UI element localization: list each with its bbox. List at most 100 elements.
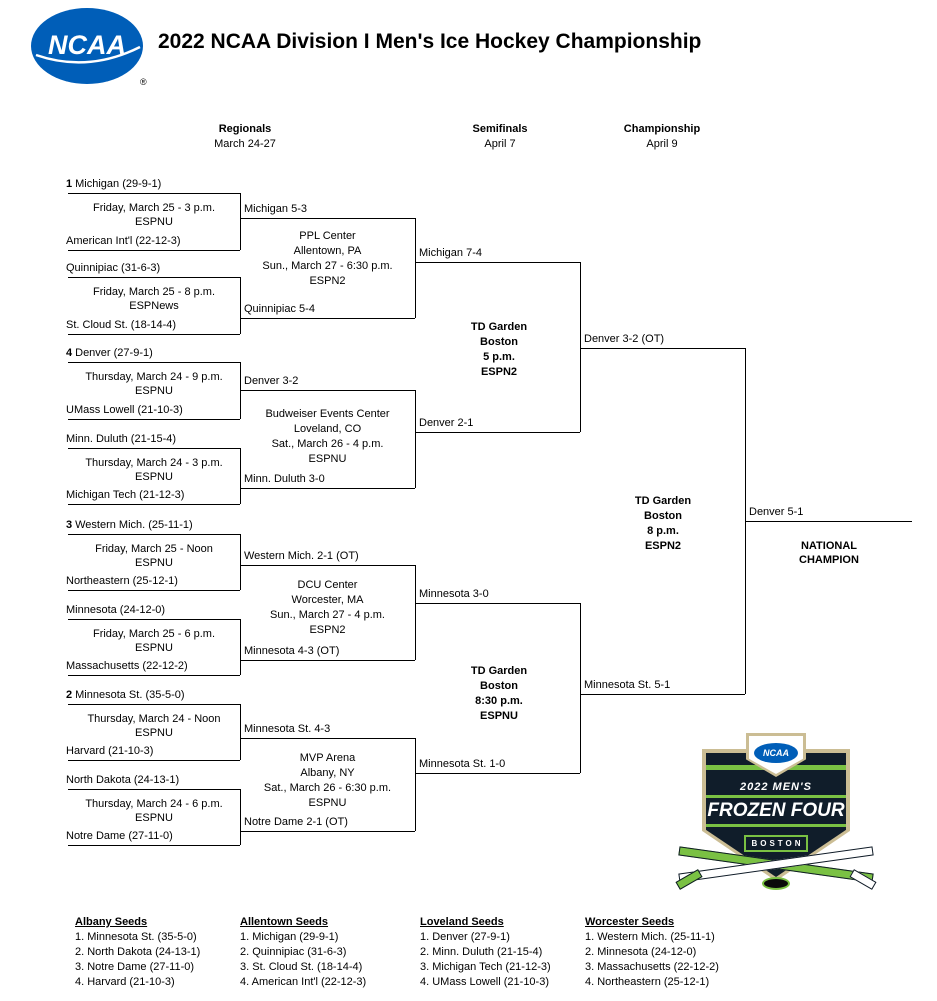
seed-list-item: 1. Michigan (29-9-1) (240, 931, 339, 943)
logo-year-text: 2022 MEN'S (740, 781, 812, 793)
bracket-line (415, 738, 416, 831)
venue-network: ESPNU (308, 453, 347, 465)
bracket-line (68, 419, 240, 420)
seed-list-item: 4. American Int'l (22-12-3) (240, 976, 367, 988)
round1-winner: Quinnipiac 5-4 (244, 303, 315, 315)
page-title: 2022 NCAA Division I Men's Ice Hockey Ch… (158, 30, 702, 53)
game-date: Friday, March 25 - 8 p.m. (92, 286, 216, 298)
venue-time: 5 p.m. (483, 351, 515, 363)
bracket-line (240, 619, 241, 675)
bracket-line (415, 432, 580, 433)
bracket-line (415, 603, 580, 604)
semifinal-venue-2: TD Garden Boston 8:30 p.m. ESPNU (415, 664, 583, 724)
regional-winner: Michigan 7-4 (419, 247, 482, 259)
venue-city: Boston (480, 336, 518, 348)
ncaa-logo: NCAA ® (31, 8, 147, 87)
national-champion-line2: CHAMPION (799, 554, 859, 566)
game-date: Thursday, March 24 - 9 p.m. (85, 371, 223, 383)
bracket-line (580, 603, 581, 773)
game-network: ESPNU (135, 557, 173, 569)
regional-venue-worcester: DCU Center Worcester, MA Sun., March 27 … (240, 578, 415, 638)
bracket-line (240, 448, 241, 504)
column-header-semifinals: Semifinals April 7 (420, 122, 580, 152)
team-michigan-tech: Michigan Tech (21-12-3) (66, 489, 185, 501)
team-northeastern: Northeastern (25-12-1) (66, 575, 178, 587)
column-header-regionals: Regionals March 24-27 (165, 122, 325, 152)
seed-number: 4 (66, 347, 73, 359)
venue-name: MVP Arena (299, 752, 356, 764)
seed-list-item: 3. Notre Dame (27-11-0) (75, 961, 195, 973)
column-header-championship: Championship April 9 (582, 122, 742, 152)
bracket-line (68, 334, 240, 335)
bracket-line (415, 565, 416, 660)
bracket-line (240, 660, 415, 661)
venue-name: PPL Center (299, 230, 356, 242)
team-north-dakota: North Dakota (24-13-1) (66, 774, 180, 786)
logo-ncaa-disc: NCAA (754, 743, 798, 763)
regionals-label: Regionals (218, 123, 272, 135)
seed-number: 3 (66, 519, 73, 531)
team-name: Michigan (29-9-1) (75, 178, 162, 190)
bracket-line (240, 362, 241, 419)
venue-city: Allentown, PA (293, 245, 362, 257)
seed-list-item: 3. Michigan Tech (21-12-3) (420, 961, 551, 973)
bracket-line (68, 675, 240, 676)
game-network: ESPNU (135, 727, 173, 739)
game-network: ESPNU (135, 216, 173, 228)
seed-list-item: 1. Western Mich. (25-11-1) (585, 931, 715, 943)
seed-list-item: 2. North Dakota (24-13-1) (75, 946, 201, 958)
bracket-line (415, 390, 416, 488)
ncaa-logo-disc (31, 8, 143, 84)
round1-winner: Minnesota St. 4-3 (244, 723, 331, 735)
bracket-line (68, 619, 240, 620)
game-date: Thursday, March 24 - Noon (87, 713, 221, 725)
bracket-line (580, 262, 581, 432)
ncaa-logo-swoosh (35, 45, 141, 64)
game-schedule: Thursday, March 24 - 6 p.m.ESPNU (68, 797, 240, 825)
bracket-line (580, 348, 745, 349)
bracket-line (240, 390, 415, 391)
bracket-line (240, 565, 415, 566)
bracket-line (745, 521, 912, 522)
bracket-line (240, 277, 241, 334)
venue-name: DCU Center (297, 579, 358, 591)
team-name: Western Mich. (25-11-1) (75, 519, 193, 531)
national-champion-label: NATIONAL CHAMPION (746, 539, 912, 567)
bracket-line (240, 193, 241, 250)
seed-list-item: 2. Minnesota (24-12-0) (585, 946, 697, 958)
seed-list-item: 4. Northeastern (25-12-1) (585, 976, 710, 988)
semifinal-winner: Denver 3-2 (OT) (584, 333, 665, 345)
seed-list-title: Albany Seeds (75, 916, 148, 928)
frozen-four-logo: 2022 MEN'S FROZEN FOUR BOSTON NCAA (675, 733, 877, 898)
game-date: Friday, March 25 - 6 p.m. (92, 628, 216, 640)
bracket-line (68, 590, 240, 591)
game-schedule: Friday, March 25 - 3 p.m.ESPNU (68, 201, 240, 229)
venue-network: ESPN2 (644, 540, 682, 552)
venue-date: Sun., March 27 - 4 p.m. (270, 609, 385, 621)
bracket-line (415, 262, 580, 263)
seed-list-worcester: Worcester Seeds 1. Western Mich. (25-11-… (585, 915, 750, 990)
seed-list-item: 3. St. Cloud St. (18-14-4) (240, 961, 363, 973)
regional-winner: Minnesota 3-0 (419, 588, 489, 600)
bracket-line (68, 704, 240, 705)
venue-network: ESPNU (308, 797, 347, 809)
seed-list-item: 4. Harvard (21-10-3) (75, 976, 175, 988)
seed-list-title: Worcester Seeds (585, 916, 675, 928)
round1-winner: Western Mich. 2-1 (OT) (244, 550, 359, 562)
bracket-line (68, 362, 240, 363)
bracket-line (240, 534, 241, 590)
seed-list-item: 4. UMass Lowell (21-10-3) (420, 976, 549, 988)
team-st-cloud-st: St. Cloud St. (18-14-4) (66, 319, 177, 331)
semifinal-winner: Minnesota St. 5-1 (584, 679, 671, 691)
bracket-line (240, 789, 241, 845)
seed-list-loveland: Loveland Seeds 1. Denver (27-9-1) 2. Min… (420, 915, 585, 990)
team-minnesota: Minnesota (24-12-0) (66, 604, 166, 616)
bracket-line (68, 448, 240, 449)
venue-network: ESPN2 (309, 624, 346, 636)
venue-city: Albany, NY (300, 767, 355, 779)
bracket-line (68, 504, 240, 505)
bracket-line (240, 704, 241, 760)
